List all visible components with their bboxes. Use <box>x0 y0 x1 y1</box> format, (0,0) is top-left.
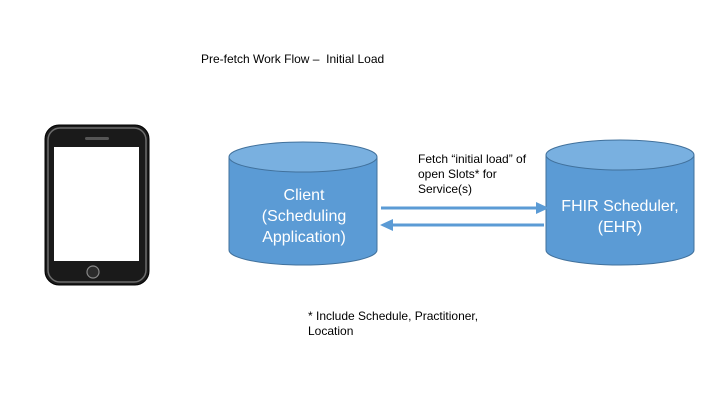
server-label: FHIR Scheduler, (EHR) <box>548 196 692 238</box>
client-label-line: (Scheduling <box>261 208 347 225</box>
client-label-line: Client <box>283 187 325 204</box>
fetch-description: Fetch “initial load” of open Slots* for … <box>418 152 568 197</box>
diagram-title: Pre-fetch Work Flow – Initial Load <box>201 52 385 66</box>
footnote: * Include Schedule, Practitioner, Locati… <box>308 309 508 339</box>
fetch-description-line: open Slots* for <box>418 167 497 181</box>
phone-screen <box>54 147 139 261</box>
request-arrow <box>381 202 549 214</box>
smartphone-icon <box>44 124 150 286</box>
server-label-line: FHIR Scheduler, <box>561 198 679 215</box>
client-cylinder-top <box>228 141 378 173</box>
fetch-description-line: Service(s) <box>418 182 473 196</box>
client-cylinder-body <box>228 156 378 266</box>
footnote-line: Location <box>308 324 354 338</box>
footnote-line: * Include Schedule, Practitioner, <box>308 309 479 323</box>
phone-speaker <box>85 137 109 140</box>
client-label-line: Application) <box>262 229 346 246</box>
fetch-description-line: Fetch “initial load” of <box>418 152 527 166</box>
response-arrow <box>380 219 544 231</box>
client-label: Client (Scheduling Application) <box>232 185 376 248</box>
server-cylinder-body <box>545 154 695 266</box>
client-cylinder <box>228 141 378 266</box>
server-label-line: (EHR) <box>597 219 643 236</box>
phone-bezel-highlight <box>47 127 147 283</box>
server-cylinder <box>545 139 695 266</box>
server-cylinder-top <box>545 139 695 171</box>
phone-home-button <box>86 265 100 279</box>
